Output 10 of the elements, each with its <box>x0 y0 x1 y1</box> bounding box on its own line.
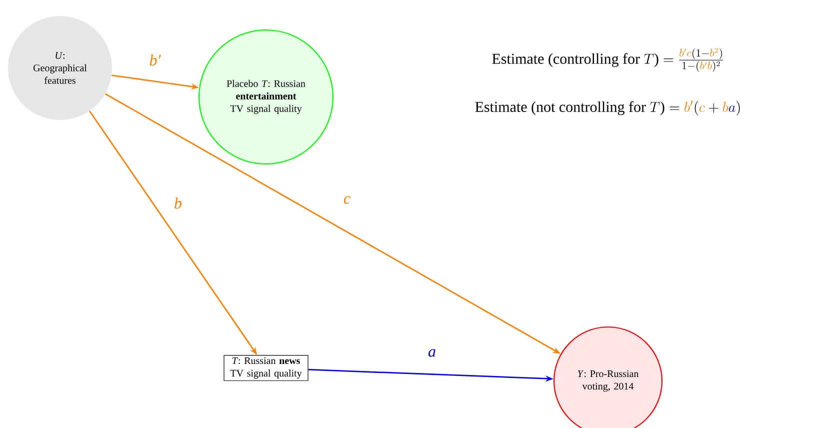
edge-label: b <box>174 197 182 209</box>
edge-label: a <box>428 349 436 357</box>
formula: $\text{Estimate (not controlling for }T\text{)} = \textcolor{orange}{b'}(\textcolor{orange}{c}+\textcolor{orange}{b}\textcolor{blue}{a})$ <box>475 100 740 116</box>
edge-label: b′ <box>150 54 161 66</box>
ellipse-node: Y: Pro-Russian voting, 2014 <box>553 326 663 428</box>
process-box: T: Russian news TV signal quality <box>224 355 308 381</box>
edge-label: c <box>344 196 350 204</box>
ellipse-node: Placebo T: Russian entertainment TV signal quality <box>198 29 334 165</box>
formula: $\text{Estimate (controlling for }T\text{)} = \frac{\textcolor{orange}{b'c}(1{-}\textcolor{orange}{b^2})}{1{-}(\textcolor{orange}{b'b})^2}$ <box>492 48 724 72</box>
ellipse-node: U: Geographical features <box>8 16 112 120</box>
